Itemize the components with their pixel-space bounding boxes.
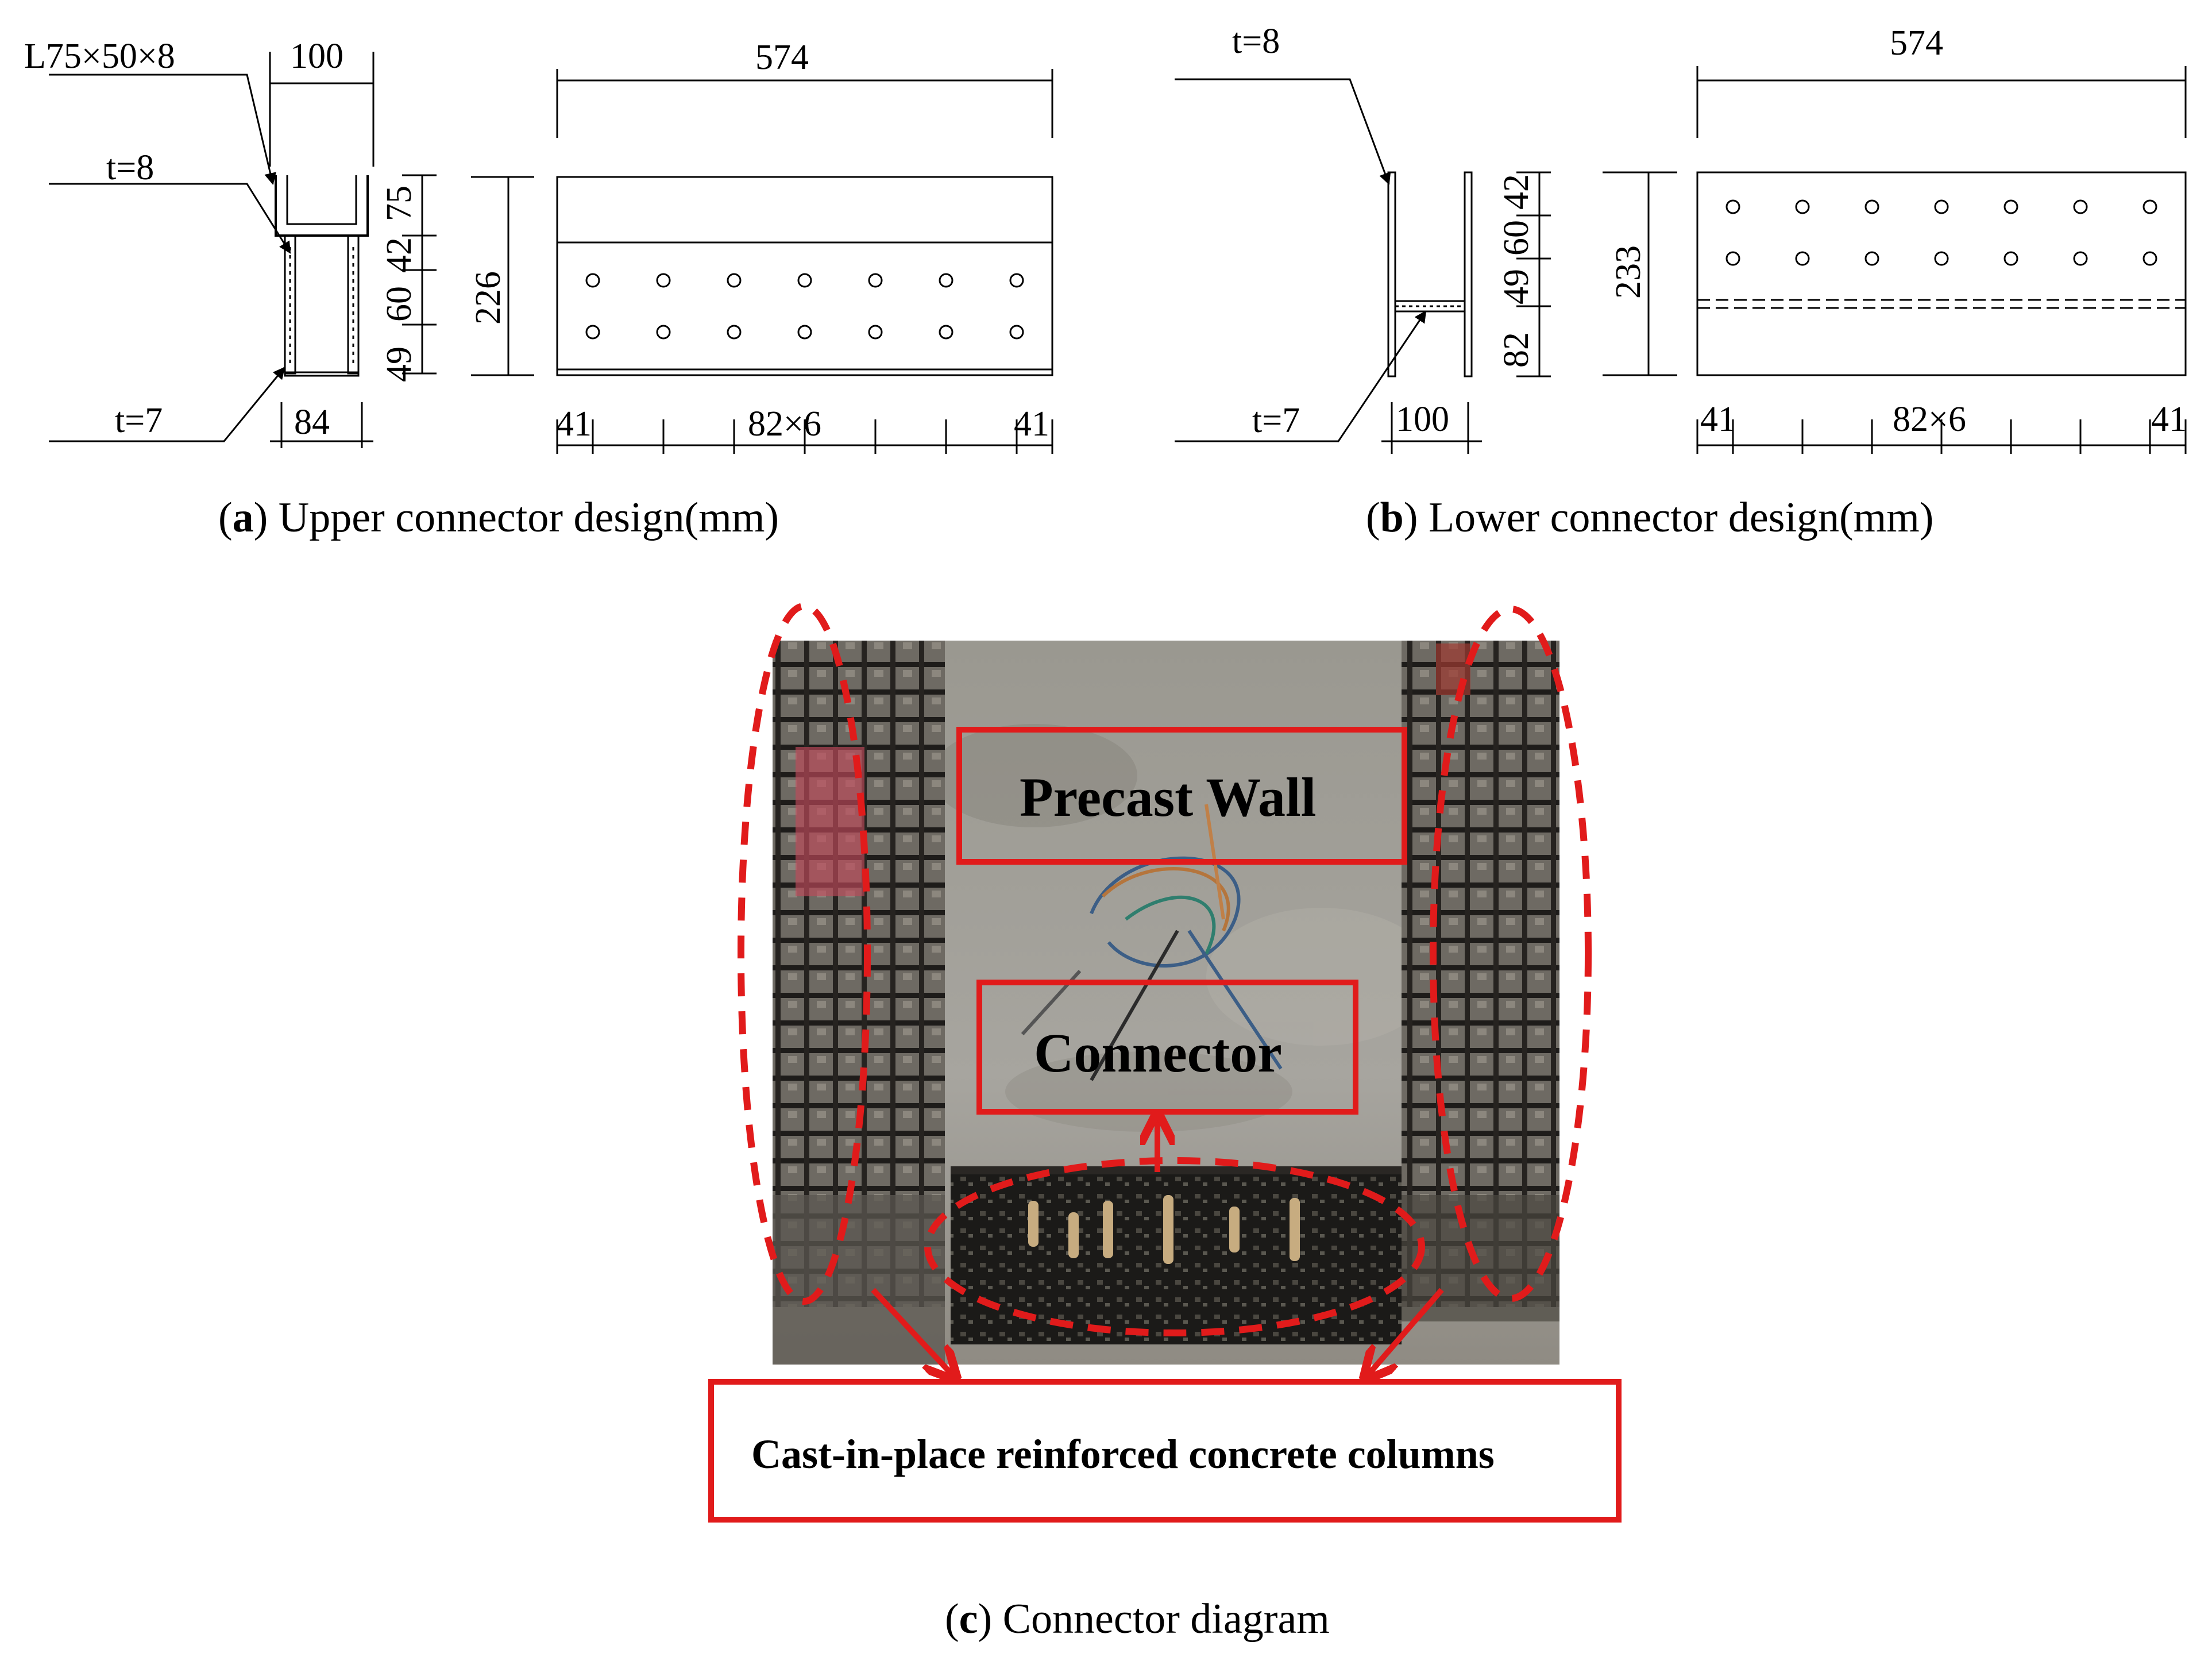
panel-b-lower-connector: t=8 t=7 100 42 60 49 82 574 233 41 82×6 … — [1175, 22, 2187, 541]
bolt-hole — [1795, 251, 1810, 266]
panel-a-vdim-60: 60 — [380, 286, 419, 322]
bolt-hole — [1934, 251, 1949, 266]
bolt-hole — [939, 273, 953, 288]
bolt-hole — [2073, 251, 2088, 266]
panel-a-plate-top-label: t=8 — [106, 148, 154, 187]
panel-b-vdim-42: 42 — [1497, 174, 1536, 210]
bolt-hole — [797, 273, 812, 288]
panel-b-caption-text: ) Lower connector design(mm) — [1404, 494, 1934, 541]
panel-a-vdim-49: 49 — [380, 346, 419, 382]
panel-b-spacing-mid: 82×6 — [1893, 400, 1966, 439]
columns-label-box — [708, 1379, 1622, 1523]
bolt-hole — [1725, 199, 1740, 214]
panel-b-spacing-left: 41 — [1700, 400, 1736, 439]
panel-b-caption: (b) Lower connector design(mm) — [1366, 494, 1933, 541]
bolt-hole — [1795, 199, 1810, 214]
panel-a-vdim-42: 42 — [380, 237, 419, 273]
bolt-hole — [2142, 251, 2157, 266]
bolt-hole — [1864, 251, 1879, 266]
precast-wall-label: Precast Wall — [1020, 766, 1316, 828]
right-column-pointer-arrow — [1367, 1288, 1444, 1376]
panel-c-caption: (c) Connector diagram — [945, 1596, 1330, 1643]
bolt-hole — [656, 273, 671, 288]
panel-b-length: 574 — [1890, 24, 1943, 63]
panel-b-width: 100 — [1396, 400, 1449, 439]
panel-a-bolt-holes — [585, 273, 1024, 340]
panel-b-spacing-ticks — [1696, 419, 2187, 454]
right-column-highlight — [1430, 606, 1592, 1302]
panel-a-spacing-ticks — [556, 419, 1053, 454]
panel-a-caption: (a) Upper connector design(mm) — [218, 494, 779, 541]
panel-b-spacing-right: 41 — [2151, 400, 2187, 439]
panel-a-length: 574 — [755, 38, 809, 77]
panel-c-connector-photo: Precast Wall Connector Cast-in-place rei… — [708, 603, 1622, 1643]
panel-c-caption-letter: c — [959, 1596, 978, 1643]
panel-a-spacing-mid: 82×6 — [748, 404, 821, 444]
panel-a-elevation-view — [471, 69, 1053, 454]
bolt-hole — [2073, 199, 2088, 214]
bolt-hole — [1864, 199, 1879, 214]
columns-label: Cast-in-place reinforced concrete column… — [751, 1431, 1495, 1477]
bolt-hole — [939, 325, 953, 340]
bolt-hole — [868, 325, 883, 340]
bolt-hole — [1009, 325, 1024, 340]
panel-b-plate-top-label: t=8 — [1232, 22, 1280, 61]
panel-b-plate-bottom-label: t=7 — [1252, 401, 1300, 440]
panel-c-caption-text: ) Connector diagram — [978, 1596, 1330, 1643]
connector-bolts — [1028, 1195, 1300, 1264]
bolt-hole — [1009, 273, 1024, 288]
panel-b-height: 233 — [1609, 245, 1648, 299]
panel-b-caption-letter: b — [1380, 494, 1404, 541]
bolt-hole — [727, 273, 742, 288]
panel-b-bolt-holes — [1725, 199, 2157, 266]
bolt-hole — [2003, 251, 2018, 266]
panel-a-section-view — [49, 52, 437, 448]
panel-a-height: 226 — [469, 271, 508, 325]
panel-a-spacing-right: 41 — [1014, 404, 1049, 444]
bolt-hole — [727, 325, 742, 340]
panel-a-vdim-75: 75 — [380, 186, 419, 221]
bolt-hole — [2142, 199, 2157, 214]
left-column-rebar-cage — [773, 641, 945, 1365]
connector-label: Connector — [1034, 1022, 1282, 1084]
bolt-hole — [868, 273, 883, 288]
bolt-hole — [1725, 251, 1740, 266]
bolt-hole — [656, 325, 671, 340]
panel-b-section-view — [1175, 78, 1551, 454]
bolt-hole — [797, 325, 812, 340]
left-column-pointer-arrow — [871, 1288, 953, 1376]
panel-a-caption-text: ) Upper connector design(mm) — [254, 494, 779, 541]
panel-a-width-bottom: 84 — [294, 403, 330, 442]
panel-b-vdim-82: 82 — [1497, 332, 1536, 368]
precast-wall-label-box — [956, 727, 1407, 865]
base-beam-reinforcement — [951, 1166, 1402, 1344]
base-connector-highlight — [924, 1157, 1425, 1336]
panel-a-width-top: 100 — [290, 37, 343, 76]
bolt-hole — [1934, 199, 1949, 214]
panel-a-plate-bottom-label: t=7 — [115, 401, 163, 440]
bolt-hole — [585, 273, 600, 288]
bolt-hole — [585, 325, 600, 340]
panel-b-vdim-49: 49 — [1497, 269, 1536, 305]
panel-a-upper-connector: L75×50×8 t=8 t=7 100 84 75 42 60 49 — [24, 37, 1053, 541]
panel-b-vdim-60: 60 — [1497, 220, 1536, 256]
left-column-highlight — [738, 603, 871, 1305]
right-column-rebar-cage — [1402, 641, 1559, 1321]
bolt-hole — [2003, 199, 2018, 214]
panel-a-caption-letter: a — [233, 494, 254, 541]
panel-b-elevation-view — [1603, 66, 2187, 454]
panel-a-spacing-left: 41 — [556, 404, 592, 444]
panel-a-angle-label: L75×50×8 — [24, 37, 175, 76]
